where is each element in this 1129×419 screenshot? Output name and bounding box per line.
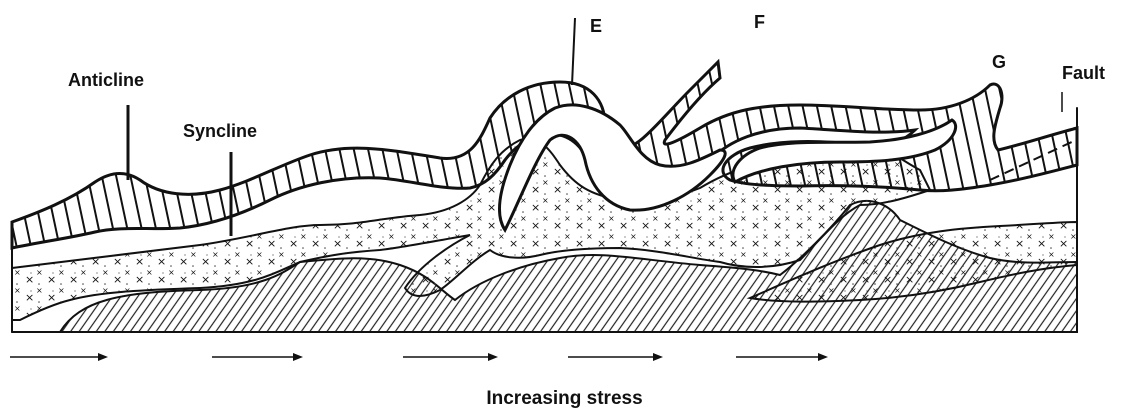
e-pointer (572, 18, 575, 85)
label-e: E (590, 16, 602, 36)
label-syncline: Syncline (183, 121, 257, 141)
label-fault: Fault (1062, 63, 1105, 83)
label-anticline: Anticline (68, 70, 144, 90)
label-f: F (754, 12, 765, 32)
stress-arrows (10, 353, 828, 361)
caption-increasing-stress: Increasing stress (0, 388, 1129, 410)
label-g: G (992, 52, 1006, 72)
